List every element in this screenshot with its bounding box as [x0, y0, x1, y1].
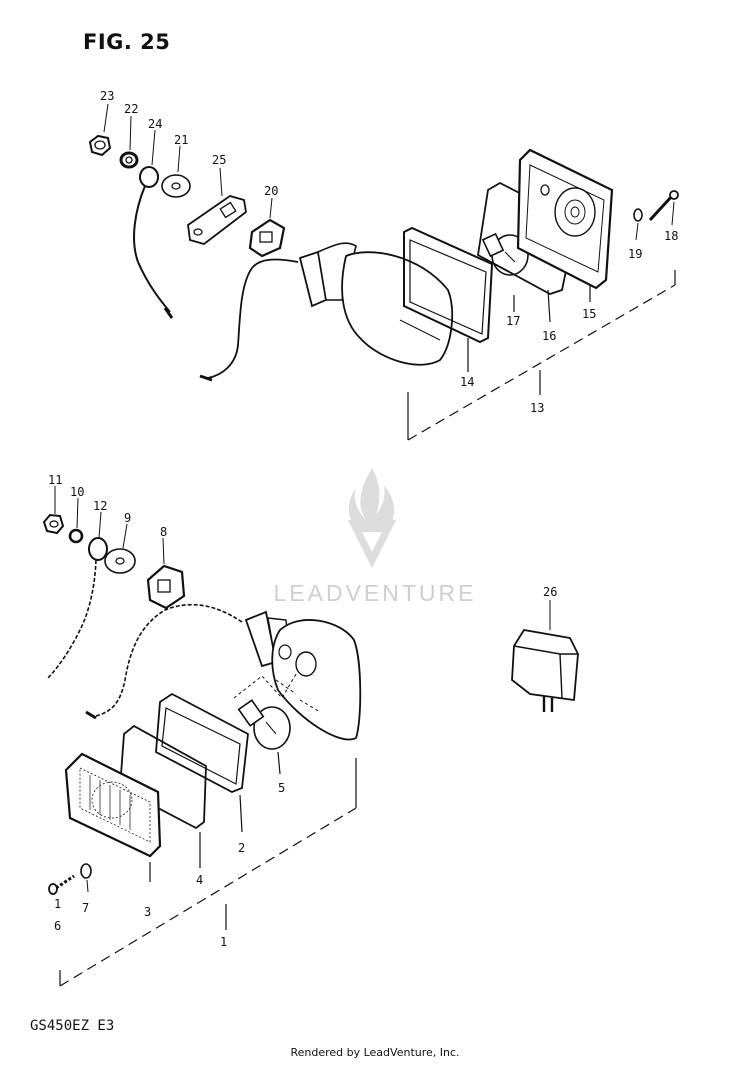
part-24-ground-wire — [133, 166, 174, 319]
leader-lines — [54, 103, 675, 893]
callout-21: 21 — [174, 133, 188, 147]
callout-19: 19 — [628, 247, 642, 261]
callout-25: 25 — [212, 153, 226, 167]
model-code: GS450EZ E3 — [30, 1018, 115, 1034]
part-7-washer — [80, 863, 92, 879]
part-14-gasket — [403, 226, 494, 344]
figure-title: FIG. 25 — [83, 30, 171, 54]
part-10-lock-washer — [68, 528, 84, 544]
callout-23: 23 — [100, 89, 114, 103]
part-8-grommet — [146, 564, 186, 610]
callout-1-top: 1 — [54, 897, 61, 911]
footer-credit: Rendered by LeadVenture, Inc. — [290, 1046, 460, 1059]
callout-24: 24 — [148, 117, 162, 131]
lead-venture-flame-logo — [348, 468, 396, 568]
callout-18: 18 — [664, 229, 678, 243]
callout-15: 15 — [582, 307, 596, 321]
callout-9: 9 — [124, 511, 131, 525]
part-12-ground-wire — [47, 537, 108, 679]
part-16-gasket — [477, 181, 578, 295]
part-9-washer — [104, 548, 136, 574]
callout-16: 16 — [542, 329, 556, 343]
assembly-1-bracket-line — [59, 751, 357, 987]
callout-6: 6 — [54, 919, 61, 933]
assembly-13-bracket-line — [407, 270, 676, 441]
callout-14: 14 — [460, 375, 474, 389]
part-14-housing — [199, 242, 454, 382]
part-5-bulb — [237, 699, 291, 750]
part-15-lens — [516, 148, 614, 290]
callout-labels: 23 22 24 21 25 20 14 13 17 16 15 19 18 1… — [48, 89, 678, 949]
watermark-text: LEADVENTURE — [273, 580, 477, 606]
callout-5: 5 — [278, 781, 285, 795]
callout-13: 13 — [530, 401, 544, 415]
callout-8: 8 — [160, 525, 167, 539]
callout-10: 10 — [70, 485, 84, 499]
part-2-gasket — [155, 692, 249, 793]
part-20-grommet — [248, 218, 286, 258]
callout-1: 1 — [220, 935, 227, 949]
callout-12: 12 — [93, 499, 107, 513]
part-23-nut — [88, 134, 112, 157]
part-18-screw — [648, 190, 679, 222]
part-3-lens — [64, 752, 162, 858]
callout-3: 3 — [144, 905, 151, 919]
callout-22: 22 — [124, 102, 138, 116]
part-22-lock-washer — [119, 151, 139, 169]
callout-4: 4 — [196, 873, 203, 887]
part-26-flasher-relay — [511, 629, 579, 712]
part-1-screw — [48, 874, 75, 895]
callout-7: 7 — [82, 901, 89, 915]
part-19-washer — [633, 208, 643, 222]
callout-17: 17 — [506, 314, 520, 328]
part-11-nut — [42, 513, 65, 535]
callout-20: 20 — [264, 184, 278, 198]
part-25-bracket — [187, 195, 247, 245]
callout-26: 26 — [543, 585, 557, 599]
part-6-housing — [85, 603, 362, 741]
callout-11: 11 — [48, 473, 62, 487]
callout-2: 2 — [238, 841, 245, 855]
part-21-washer — [161, 174, 191, 198]
